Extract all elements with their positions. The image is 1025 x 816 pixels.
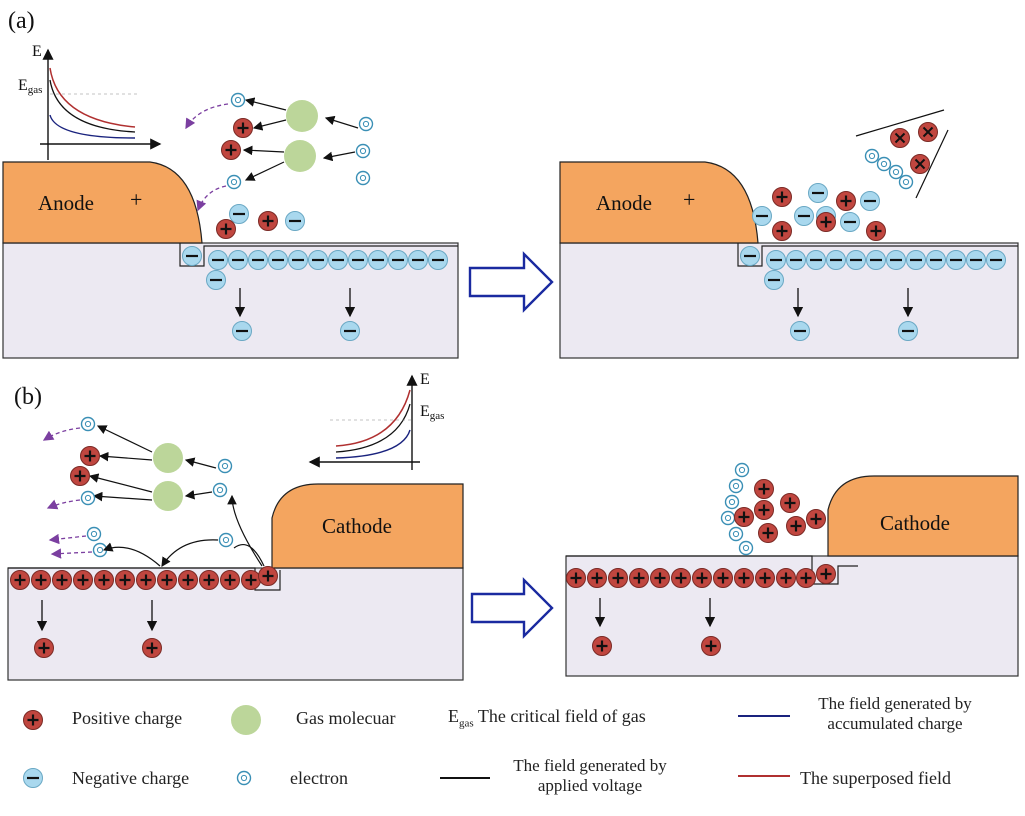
axis-egas-a: Egas bbox=[18, 77, 42, 96]
axis-e-b: E bbox=[420, 371, 430, 388]
cathode-electrode-b-left bbox=[271, 483, 464, 569]
anode-plus-left: + bbox=[130, 187, 142, 212]
cathode-label-left: Cathode bbox=[322, 514, 392, 538]
negative-charge bbox=[339, 320, 361, 342]
electron bbox=[226, 174, 242, 190]
panel-b-left bbox=[7, 374, 464, 681]
electron bbox=[355, 143, 371, 159]
axis-egas-b: Egas bbox=[420, 403, 444, 422]
cathode-electrode-b-right bbox=[827, 475, 1019, 557]
panel-label-a: (a) bbox=[8, 8, 35, 34]
positive-charge bbox=[220, 139, 242, 161]
positive-charge bbox=[215, 218, 237, 240]
accumulated-cloud-b bbox=[720, 462, 827, 556]
negative-charge bbox=[228, 203, 250, 225]
negative-charge bbox=[284, 210, 306, 232]
panel-a-right bbox=[559, 109, 1019, 359]
triple-junction-box bbox=[179, 243, 458, 267]
gas-molecule bbox=[286, 100, 318, 132]
accumulated-cloud-a bbox=[751, 182, 887, 242]
anode-electrode-a-left bbox=[2, 161, 203, 244]
legend-positive-icon bbox=[22, 709, 44, 731]
anode-plus-right: + bbox=[683, 187, 695, 212]
gas-molecule bbox=[153, 443, 183, 473]
legend-gas-icon bbox=[231, 705, 261, 735]
gas-molecule bbox=[153, 481, 183, 511]
ejected-cluster-a bbox=[855, 109, 949, 199]
anode-electrode-a-right bbox=[559, 161, 759, 244]
legend-gas-label: Gas molecuar bbox=[296, 708, 396, 728]
electron bbox=[230, 92, 246, 108]
panel-label-b: (b) bbox=[14, 384, 42, 410]
gas-molecule bbox=[284, 140, 316, 172]
positive-charge bbox=[257, 210, 279, 232]
electron bbox=[355, 170, 371, 186]
anode-label-right: Anode bbox=[596, 191, 652, 215]
legend-negative-label: Negative charge bbox=[72, 768, 190, 788]
axis-e-a: E bbox=[32, 43, 42, 60]
panel-a-left bbox=[2, 48, 459, 359]
field-plot-a bbox=[40, 48, 162, 160]
negative-charge bbox=[231, 320, 253, 342]
field-plot-b bbox=[308, 374, 420, 470]
transition-arrow-b bbox=[470, 577, 554, 639]
panel-b-right bbox=[565, 462, 1019, 677]
legend-negative-icon bbox=[22, 767, 44, 789]
legend-electron-label: electron bbox=[290, 768, 348, 788]
anode-label-left: Anode bbox=[38, 191, 94, 215]
legend-electron-icon bbox=[236, 770, 252, 786]
positive-charge bbox=[232, 117, 254, 139]
transition-arrow-a bbox=[468, 251, 554, 313]
legend-critical-label: Egas The critical field of gas bbox=[448, 706, 646, 730]
legend-superposed-label: The superposed field bbox=[800, 768, 951, 788]
legend-positive-label: Positive charge bbox=[72, 708, 183, 728]
electron bbox=[358, 116, 374, 132]
cathode-label-right: Cathode bbox=[880, 511, 950, 535]
